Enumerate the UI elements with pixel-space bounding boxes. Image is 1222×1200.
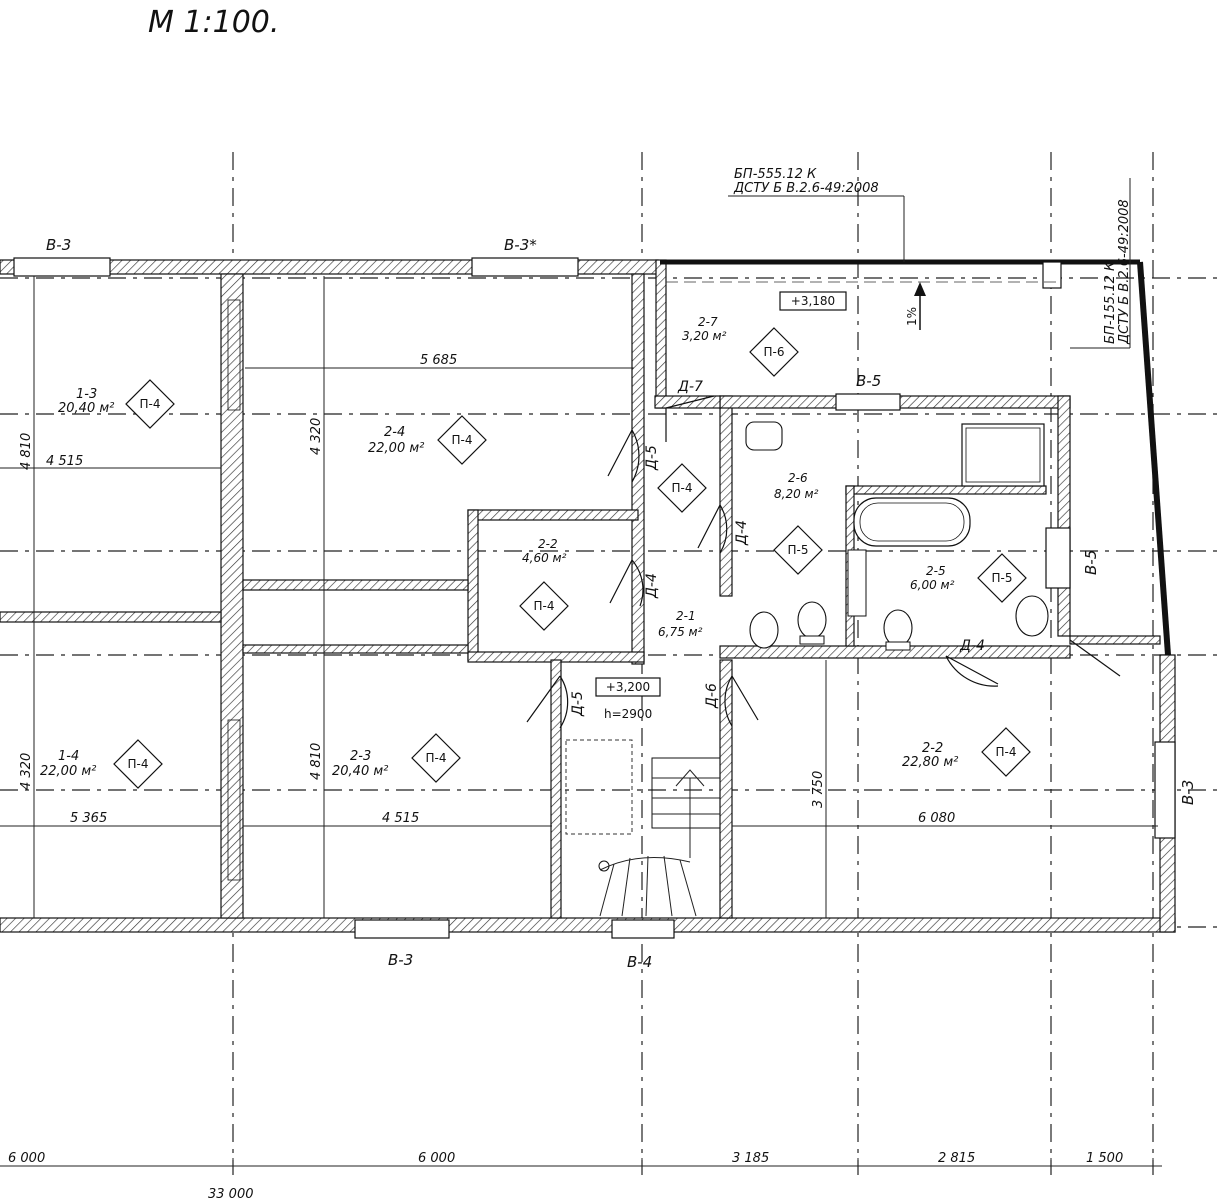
windows	[13, 257, 1176, 939]
door-tag-d4b: Д-4	[734, 520, 750, 546]
window-tag-2: В-3*	[504, 236, 537, 254]
finish-tag-2-3: П-4	[426, 751, 447, 765]
level-hall: +3,200	[606, 680, 650, 694]
room-id-1-4: 1-4	[58, 749, 79, 764]
note-right-line2: ДСТУ Б В.2.6-49:2008	[1117, 199, 1132, 345]
slope-indicator: 1%	[905, 282, 926, 330]
scale-label: М 1:100.	[148, 5, 279, 40]
parapet-line	[660, 259, 1171, 656]
room-area-2-4: 22,00 м²	[368, 441, 424, 456]
finish-tag-2-2-large: П-4	[996, 745, 1017, 759]
dim-4810-b: 4 810	[309, 743, 324, 780]
window-tag-6: В-3	[1179, 780, 1197, 805]
finish-tag-2-1: П-4	[672, 481, 693, 495]
axis-dim-2: 6 000	[418, 1151, 455, 1166]
window-tag-3: В-5	[856, 372, 881, 390]
door-tag-d6: Д-6	[704, 683, 720, 709]
staircase	[565, 739, 721, 917]
note-top-line1: БП-555.12 К	[734, 167, 817, 182]
room-area-1-3: 20,40 м²	[58, 401, 114, 416]
doors	[526, 395, 1121, 729]
dim-6080: 6 080	[918, 811, 955, 826]
room-area-2-6: 8,20 м²	[774, 487, 819, 501]
dim-4320-a: 4 320	[309, 418, 324, 455]
room-id-2-5: 2-5	[926, 564, 946, 578]
dim-4515-b: 4 515	[382, 811, 419, 826]
room-area-2-5: 6,00 м²	[910, 578, 955, 592]
room-id-2-2-large: 2-2	[922, 741, 943, 756]
axis-dim-5: 1 500	[1086, 1151, 1123, 1166]
window-tag-4: В-5	[1082, 550, 1100, 575]
finish-tag-2-4: П-4	[452, 433, 473, 447]
room-area-2-2-large: 22,80 м²	[902, 755, 958, 770]
axis-grid	[0, 152, 1222, 1175]
axis-dim-1: 6 000	[8, 1151, 45, 1166]
note-top-line2: ДСТУ Б В.2.6-49:2008	[733, 181, 879, 196]
dim-4810-a: 4 810	[19, 433, 34, 470]
door-tag-d7: Д-7	[677, 379, 703, 395]
window-tag-5: В-3	[388, 951, 413, 969]
room-id-1-3: 1-3	[76, 387, 97, 402]
finish-tag-2-7: П-6	[764, 345, 785, 359]
finish-tag-2-2-small: П-4	[534, 599, 555, 613]
room-id-2-2-small: 2-2	[538, 537, 558, 551]
dim-5365: 5 365	[70, 811, 107, 826]
note-right-line1: БП-155.12 К	[1103, 261, 1118, 344]
axis-dim-4: 2 815	[938, 1151, 975, 1166]
finish-tag-2-5: П-5	[992, 571, 1013, 585]
window-tag-7: В-4	[627, 953, 652, 971]
room-area-2-3: 20,40 м²	[332, 764, 388, 779]
door-tag-d5b: Д-5	[570, 691, 586, 717]
room-id-2-1: 2-1	[676, 609, 696, 623]
room-id-2-3: 2-3	[350, 749, 371, 764]
dimension-lines	[0, 276, 1162, 1174]
room-id-2-4: 2-4	[384, 425, 405, 440]
room-area-2-2-small: 4,60 м²	[522, 551, 567, 565]
level-terrace: +3,180	[791, 294, 835, 308]
finish-tag-2-6: П-5	[788, 543, 809, 557]
room-area-2-1: 6,75 м²	[658, 625, 703, 639]
door-tag-d4a: Д-4	[644, 573, 660, 599]
room-labels: 1-3 20,40 м² 1-4 22,00 м² 2-4 22,00 м² 2…	[40, 315, 958, 779]
finish-tag-1-3: П-4	[140, 397, 161, 411]
slope-label: 1%	[905, 307, 919, 326]
room-height: h=2900	[604, 707, 652, 721]
axis-dim-3: 3 185	[732, 1151, 769, 1166]
finish-tag-1-4: П-4	[128, 757, 149, 771]
axis-dim-total: 33 000	[208, 1187, 254, 1200]
window-tag-1: В-3	[46, 236, 71, 254]
dim-4320-b: 4 320	[19, 753, 34, 790]
dim-5685: 5 685	[420, 353, 457, 368]
room-area-1-4: 22,00 м²	[40, 764, 96, 779]
room-area-2-7: 3,20 м²	[682, 329, 727, 343]
finish-tags: П-4 П-4 П-4 П-4 П-4 П-4 П-6 П-5 П-5 П-4	[113, 327, 1031, 789]
dim-3750: 3 750	[811, 771, 826, 808]
room-id-2-7: 2-7	[698, 315, 718, 329]
plumbing-fixtures	[227, 299, 1049, 881]
room-id-2-6: 2-6	[788, 471, 808, 485]
dim-4515-a: 4 515	[46, 454, 83, 469]
level-marks: +3,180 +3,200 h=2900	[595, 291, 847, 721]
leader-notes: БП-555.12 К ДСТУ Б В.2.6-49:2008 БП-155.…	[728, 167, 1132, 349]
door-tag-d5a: Д-5	[644, 445, 660, 471]
door-tag-d4c: Д-4	[959, 638, 985, 654]
